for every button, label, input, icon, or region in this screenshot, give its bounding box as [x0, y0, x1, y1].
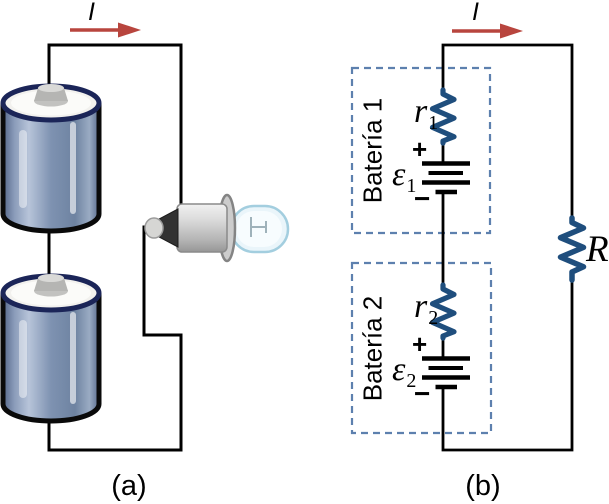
resistor-R-zigzag — [557, 215, 587, 283]
bulb-metal-base — [176, 203, 228, 253]
battery2-dashed-box — [350, 261, 493, 435]
battery1-dashed-box — [350, 66, 492, 235]
battery-illustration-2 — [0, 273, 102, 424]
battery2-symbol — [422, 356, 470, 390]
current-label-a: I — [88, 0, 95, 26]
battery2-box-label: Batería 2 — [357, 295, 388, 401]
current-arrow-a — [70, 22, 141, 38]
arrowhead-b — [500, 23, 523, 39]
battery1-box-label: Batería 1 — [357, 97, 388, 204]
load-resistor-label: R — [586, 229, 609, 270]
caption-b: (b) — [465, 470, 501, 502]
emf2-label: ε2 — [392, 351, 417, 392]
wire-b-top — [441, 43, 574, 219]
caption-a: (a) — [111, 470, 147, 502]
battery1-symbol — [422, 161, 470, 195]
light-bulb-illustration — [144, 193, 290, 263]
bulb-filament — [250, 217, 267, 237]
resistor-r2-zigzag — [429, 282, 457, 341]
emf1-label: ε1 — [392, 156, 417, 197]
bulb-contact-tip — [144, 217, 164, 239]
figure-b-group — [350, 23, 587, 452]
arrowhead-a — [118, 22, 141, 38]
internal-resistance-r1-label: r1 — [414, 93, 439, 134]
battery1-plus-sign: + — [412, 134, 428, 164]
battery-terminal-button — [38, 84, 64, 92]
current-arrow-b — [452, 23, 523, 39]
figure-a-group — [0, 22, 290, 452]
battery2-minus-sign: − — [414, 378, 431, 409]
current-label-b: I — [472, 0, 479, 26]
battery2-plus-sign: + — [412, 329, 428, 359]
wire-b-bottom — [441, 279, 574, 452]
wire-a-top — [47, 43, 183, 206]
battery-illustration-1 — [0, 83, 102, 234]
wire-a-bottom — [47, 225, 183, 452]
battery1-minus-sign: − — [414, 183, 431, 214]
resistor-r1-zigzag — [429, 87, 457, 146]
internal-resistance-r2-label: r2 — [414, 288, 439, 329]
